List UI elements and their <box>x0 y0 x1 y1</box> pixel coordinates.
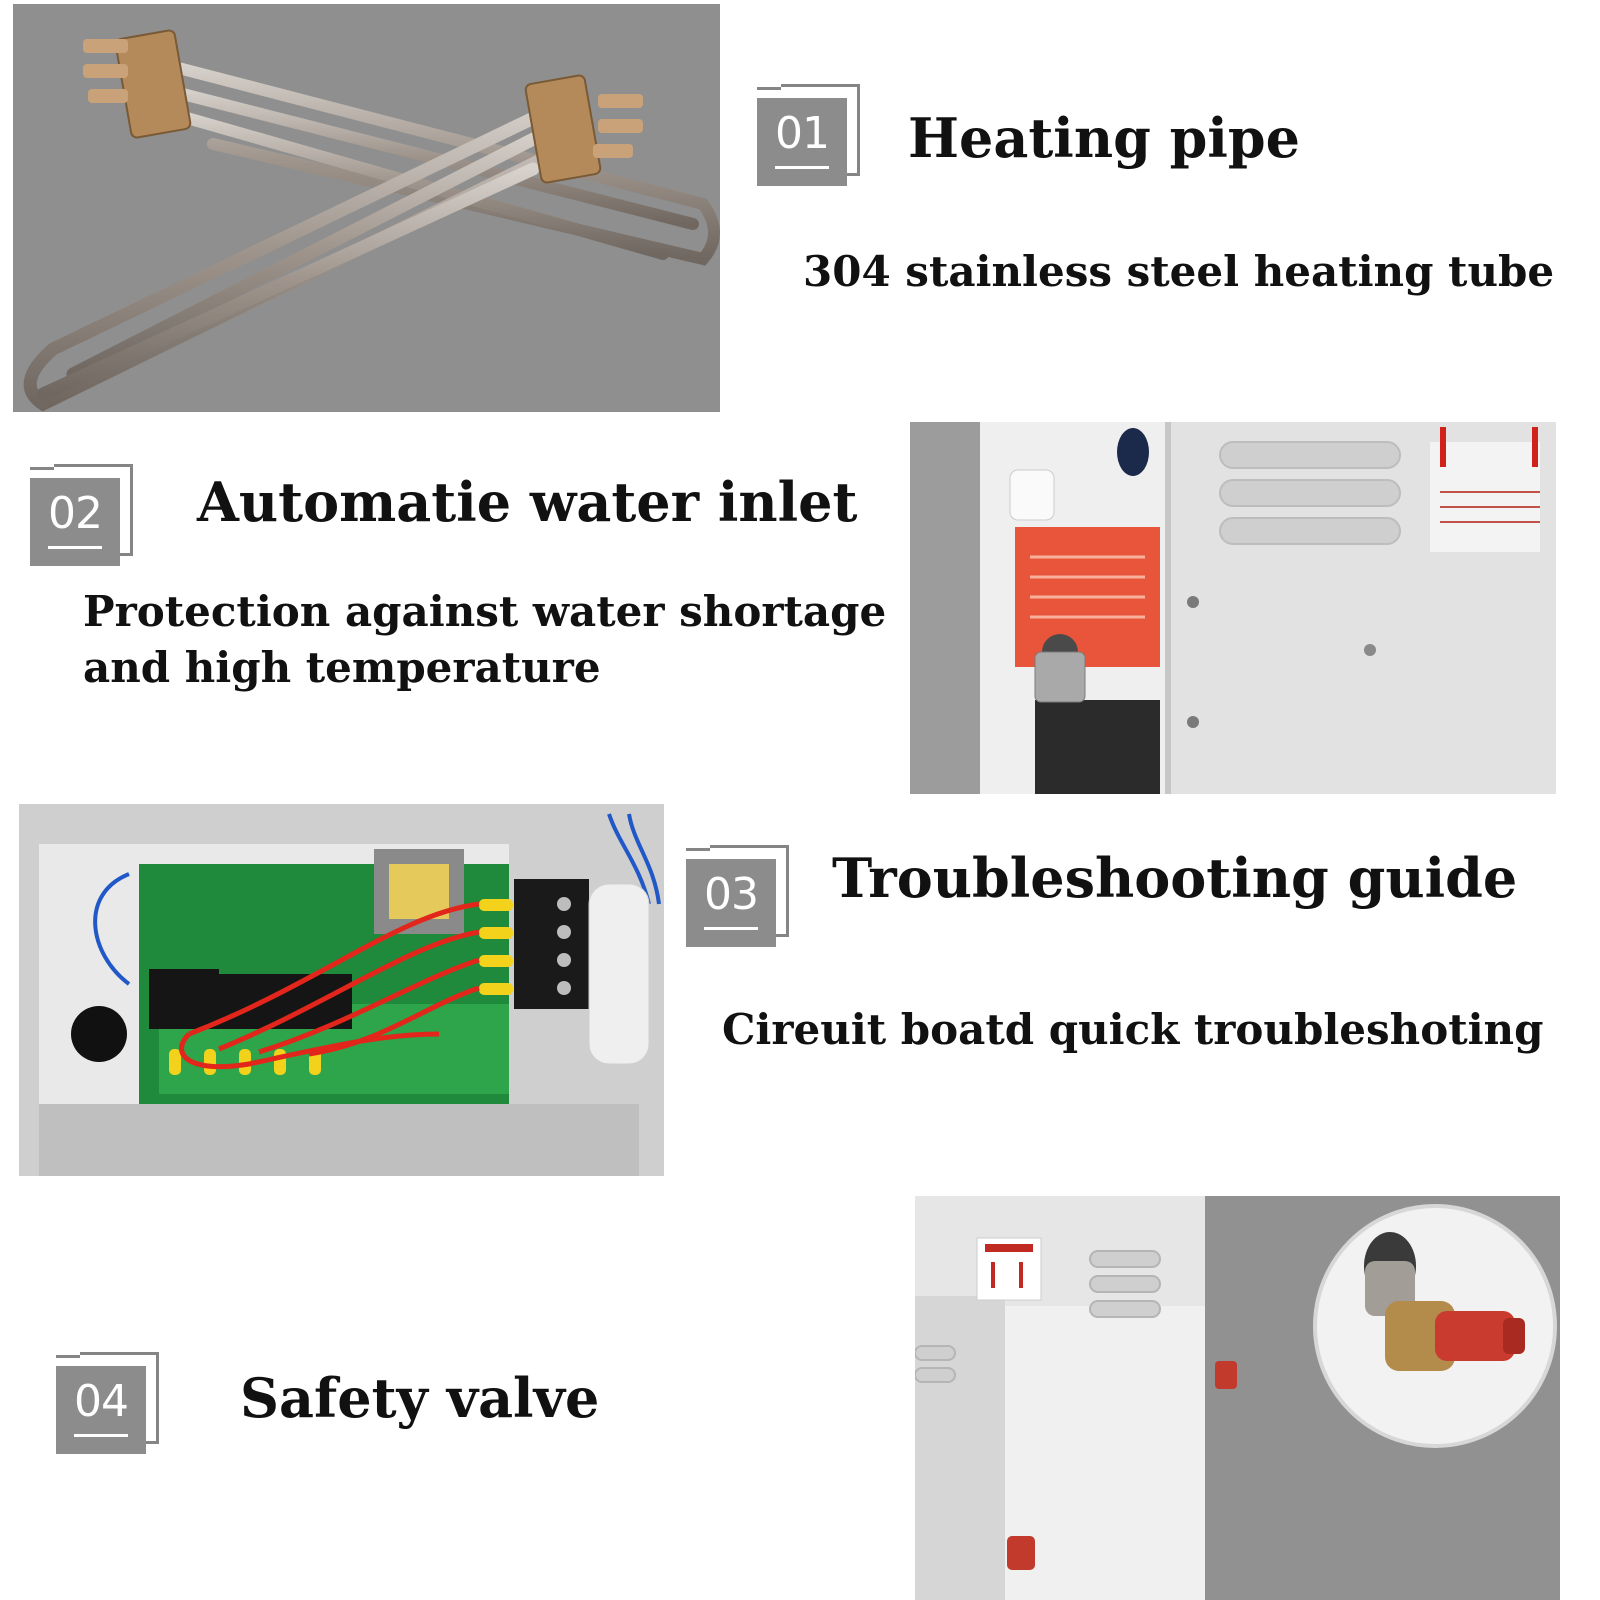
badge-number: 04 <box>74 1376 129 1427</box>
circuit-board-icon <box>19 804 664 1176</box>
feature-description-water-inlet-line-1: Protection against water shortage <box>83 587 887 636</box>
badge-number: 02 <box>48 488 103 539</box>
safety-valve-icon <box>915 1196 1560 1600</box>
feature-description-water-inlet-line-2: and high temperature <box>83 643 601 692</box>
steam-generator-side-photo <box>910 422 1556 794</box>
steam-generator-side-icon <box>910 422 1556 794</box>
feature-title-troubleshooting: Troubleshooting guide <box>832 846 1518 910</box>
feature-title-heating-pipe: Heating pipe <box>908 106 1301 170</box>
badge-number: 03 <box>704 869 759 920</box>
badge-04: 04 <box>56 1352 160 1456</box>
feature-title-water-inlet: Automatie water inlet <box>197 470 858 534</box>
circuit-board-photo <box>19 804 664 1176</box>
feature-description-heating-pipe: 304 stainless steel heating tube <box>803 247 1555 296</box>
badge-number: 01 <box>775 108 830 159</box>
badge-01: 01 <box>757 84 861 188</box>
safety-valve-photo <box>915 1196 1560 1600</box>
feature-description-troubleshooting: Cireuit boatd quick troubleshoting <box>722 1005 1544 1054</box>
badge-02: 02 <box>30 464 134 568</box>
feature-title-safety-valve: Safety valve <box>240 1366 600 1430</box>
badge-03: 03 <box>686 845 790 949</box>
heating-pipe-photo <box>13 4 720 412</box>
heating-pipe-icon <box>23 29 720 412</box>
